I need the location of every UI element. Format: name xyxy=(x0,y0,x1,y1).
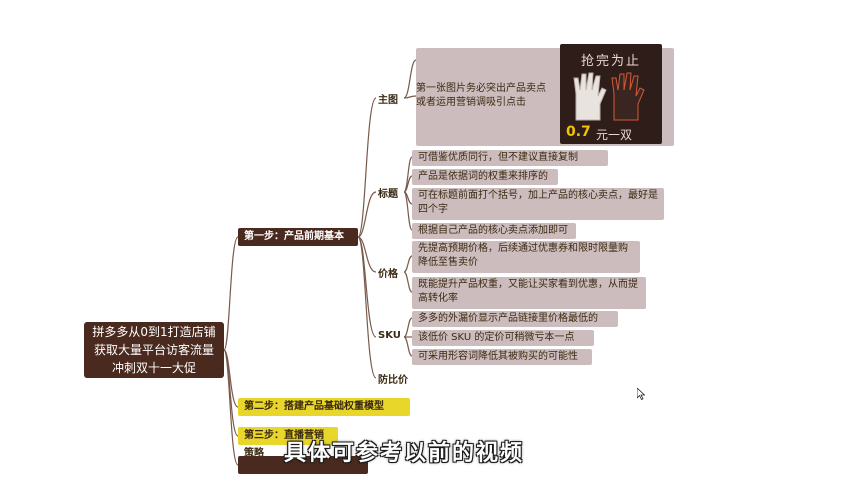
promo-title: 抢完为止 xyxy=(580,54,641,69)
root-line-3: 冲刺双十一大促 xyxy=(111,361,196,375)
root-node[interactable]: 拼多多从0到1打造店铺 获取大量平台访客流量 冲刺双十一大促 xyxy=(84,322,224,378)
category-main-image[interactable]: 主图 xyxy=(378,95,398,106)
leaf-title-3[interactable]: 可在标题前面打个括号，加上产品的核心卖点，最好是四个字 xyxy=(412,188,664,220)
step-3-node[interactable]: 第三步：直播营销策略 xyxy=(238,427,338,459)
leaf-sku-1[interactable]: 多多的外漏价显示产品链接里价格最低的 xyxy=(412,311,618,327)
step-4-node[interactable] xyxy=(238,456,368,474)
category-sku[interactable]: SKU xyxy=(378,330,401,341)
category-title[interactable]: 标题 xyxy=(378,189,398,200)
leaf-title-2[interactable]: 产品是依据词的权重来排序的 xyxy=(412,169,558,185)
promo-image: 抢完为止 0.7 元一双 xyxy=(560,44,662,144)
leaf-price-1[interactable]: 先提高预期价格，后续通过优惠券和限时限量购降低至售卖价 xyxy=(412,241,640,273)
leaf-title-4[interactable]: 根据自己产品的核心卖点添加即可 xyxy=(412,223,576,239)
leaf-price-2[interactable]: 既能提升产品权重，又能让买家看到优惠，从而提高转化率 xyxy=(412,277,646,309)
leaf-title-1[interactable]: 可借鉴优质同行，但不建议直接复制 xyxy=(412,150,608,166)
leaf-sku-3[interactable]: 可采用形容词降低其被购买的可能性 xyxy=(412,349,592,365)
step-2-node[interactable]: 第二步：搭建产品基础权重模型 xyxy=(238,398,410,416)
mouse-cursor-icon xyxy=(637,388,645,400)
leaf-sku-2[interactable]: 该低价 SKU 的定价可稍微亏本一点 xyxy=(412,330,594,346)
category-anti-price[interactable]: 防比价 xyxy=(378,375,408,386)
promo-unit: 元一双 xyxy=(596,128,633,142)
root-line-1: 拼多多从0到1打造店铺 xyxy=(92,325,216,339)
leaf-main-image-text: 第一张图片务必突出产品卖点 或者运用营销调吸引点击 xyxy=(416,83,546,108)
video-subtitle: 具体可参考以前的视频 xyxy=(284,441,525,466)
step-1-node[interactable]: 第一步：产品前期基本功 xyxy=(238,228,358,260)
promo-price: 0.7 xyxy=(566,124,591,140)
root-line-2: 获取大量平台访客流量 xyxy=(93,343,214,357)
category-price[interactable]: 价格 xyxy=(378,269,398,280)
gloves-icon xyxy=(573,72,645,121)
